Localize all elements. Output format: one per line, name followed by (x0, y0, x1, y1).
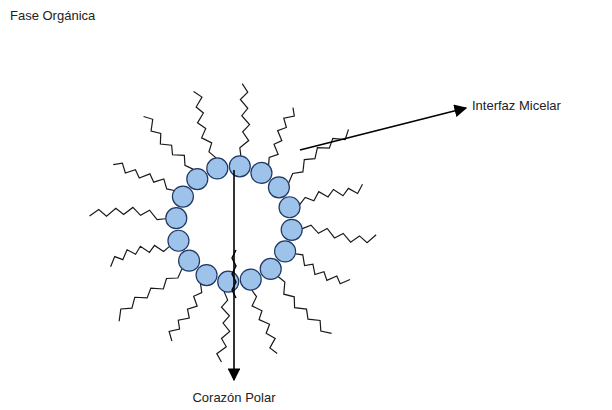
polar-head (168, 230, 189, 251)
hydrophobic-tail (289, 129, 349, 182)
polar-head (251, 162, 272, 183)
hydrophobic-tail (217, 292, 230, 362)
polar-head (196, 265, 217, 286)
hydrophobic-tail (296, 254, 350, 284)
polar-head (281, 219, 302, 240)
diagram-label: Corazón Polar (192, 390, 275, 406)
hydrophobic-tail (300, 184, 363, 204)
hydrophobic-tail (119, 269, 182, 322)
polar-head (260, 258, 281, 279)
polar-head (187, 169, 208, 190)
hydrophobic-tail (169, 284, 202, 341)
hydrophobic-tail (111, 245, 170, 266)
surfactant-tails (90, 84, 377, 362)
hydrophobic-tail (144, 116, 193, 169)
leader-arrow (300, 108, 466, 150)
polar-head (240, 269, 261, 290)
hydrophobic-tail (240, 84, 250, 156)
diagram-label: Fase Orgánica (10, 8, 95, 24)
polar-head (268, 177, 289, 198)
leader-arrow (233, 170, 235, 380)
hydrophobic-tail (302, 225, 376, 242)
polar-head (275, 241, 296, 262)
hydrophobic-tail (252, 290, 277, 353)
diagram-label: Interfaz Micelar (472, 98, 561, 114)
hydrophobic-tail (278, 277, 332, 334)
hydrophobic-tail (194, 92, 217, 158)
polar-head (279, 197, 300, 218)
polar-head (207, 158, 228, 179)
polar-head (179, 250, 200, 271)
polar-head (166, 208, 187, 229)
hydrophobic-tail (269, 108, 295, 165)
hydrophobic-tail (113, 163, 174, 190)
core-tail (232, 250, 236, 298)
polar-head (229, 156, 250, 177)
hydrophobic-tail (90, 207, 166, 219)
polar-head (172, 186, 193, 207)
